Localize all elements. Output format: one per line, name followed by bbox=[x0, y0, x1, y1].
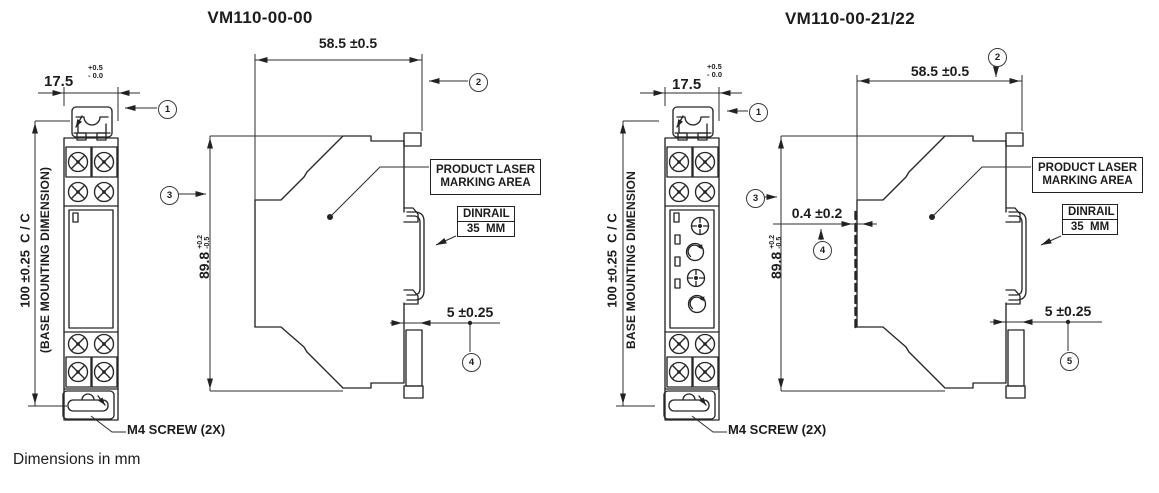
dim-depth-left: 58.5 ±0.5 bbox=[318, 35, 378, 51]
laser-marking-line2: MARKING AREA bbox=[440, 177, 531, 189]
front-view-right bbox=[664, 107, 719, 420]
dim-width-right: 17.5 bbox=[672, 76, 702, 93]
callout-5-right: 5 bbox=[1060, 352, 1079, 371]
laser-marking-line1: PRODUCT LASER bbox=[1037, 162, 1138, 174]
dinrail-line1: DINRAIL bbox=[458, 207, 514, 222]
laser-marking-label-right: PRODUCT LASER MARKING AREA bbox=[1032, 157, 1143, 193]
m4-screw-label-right: M4 SCREW (2X) bbox=[728, 422, 827, 437]
callout-1-left: 1 bbox=[158, 100, 177, 119]
callout-1-right: 1 bbox=[749, 103, 768, 122]
callout-3-left: 3 bbox=[160, 186, 179, 205]
laser-marking-line2: MARKING AREA bbox=[1042, 175, 1133, 187]
tolerance-minus: - 0.0 bbox=[707, 70, 723, 79]
dinrail-label-right: DINRAIL 35 MM bbox=[1062, 204, 1118, 235]
laser-marking-label-left: PRODUCT LASER MARKING AREA bbox=[430, 159, 541, 195]
dim-width-tolerance-left: +0.5 - 0.0 bbox=[88, 64, 103, 80]
dimension-lines-right bbox=[616, 66, 1102, 433]
dim-width-tolerance-right: +0.5 - 0.0 bbox=[707, 63, 722, 79]
diagram-title-right: VM110-00-21/22 bbox=[785, 9, 915, 28]
tolerance-plus: +0.5 bbox=[88, 63, 103, 72]
dim-height-tolerance: +0.2 -0.5 bbox=[769, 235, 784, 249]
tolerance-plus: +0.2 bbox=[196, 234, 204, 249]
dim-height-value: 89.8 bbox=[768, 251, 784, 280]
tolerance-minus: -0.5 bbox=[776, 236, 783, 249]
dim-depth-right: 58.5 ±0.5 bbox=[910, 63, 970, 79]
dim-mounting-cc-right: 100 ±0.25 C / C bbox=[604, 213, 620, 308]
side-view-left bbox=[254, 132, 425, 399]
dim-height-tolerance: +0.2 -0.5 bbox=[197, 235, 212, 249]
diagram-title-left: VM110-00-00 bbox=[207, 8, 313, 27]
tolerance-plus: +0.2 bbox=[768, 234, 776, 249]
side-view-right bbox=[856, 132, 1027, 399]
units-note: Dimensions in mm bbox=[13, 451, 141, 468]
dinrail-line1: DINRAIL bbox=[1063, 205, 1117, 220]
dim-mounting-note-right: BASE MOUNTING DIMENSION bbox=[624, 171, 638, 349]
dim-gap-right: 0.4 ±0.2 bbox=[791, 205, 843, 221]
callout-4-left: 4 bbox=[462, 353, 481, 372]
dinrail-label-left: DINRAIL 35 MM bbox=[457, 206, 515, 237]
dim-width-left: 17.5 bbox=[44, 73, 74, 90]
dim-mounting-cc-left: 100 ±0.25 C / C bbox=[17, 213, 33, 308]
callout-3-right: 3 bbox=[746, 189, 765, 208]
tolerance-minus: - 0.0 bbox=[88, 71, 104, 80]
dim-height-right: 89.8 +0.2 -0.5 bbox=[765, 218, 787, 296]
laser-marking-line1: PRODUCT LASER bbox=[435, 164, 536, 176]
front-view-left bbox=[63, 107, 118, 420]
callout-4-right: 4 bbox=[813, 241, 832, 260]
tolerance-minus: -0.5 bbox=[204, 236, 211, 249]
dinrail-line2: 35 MM bbox=[1070, 221, 1110, 233]
dim-height-value: 89.8 bbox=[196, 251, 212, 280]
dinrail-line2: 35 MM bbox=[466, 223, 506, 235]
dim-mounting-note-left: (BASE MOUNTING DIMENSION) bbox=[38, 166, 52, 354]
dimension-lines-left bbox=[28, 54, 500, 433]
callout-2-right: 2 bbox=[988, 48, 1007, 67]
dim-latch-left: 5 ±0.25 bbox=[446, 304, 494, 320]
front-panel-leds-dials bbox=[674, 216, 710, 314]
callout-2-left: 2 bbox=[469, 73, 488, 92]
m4-screw-label-left: M4 SCREW (2X) bbox=[127, 422, 226, 437]
tolerance-plus: +0.5 bbox=[707, 62, 722, 71]
dim-latch-right: 5 ±0.25 bbox=[1044, 303, 1092, 319]
dim-height-left: 89.8 +0.2 -0.5 bbox=[193, 218, 215, 296]
